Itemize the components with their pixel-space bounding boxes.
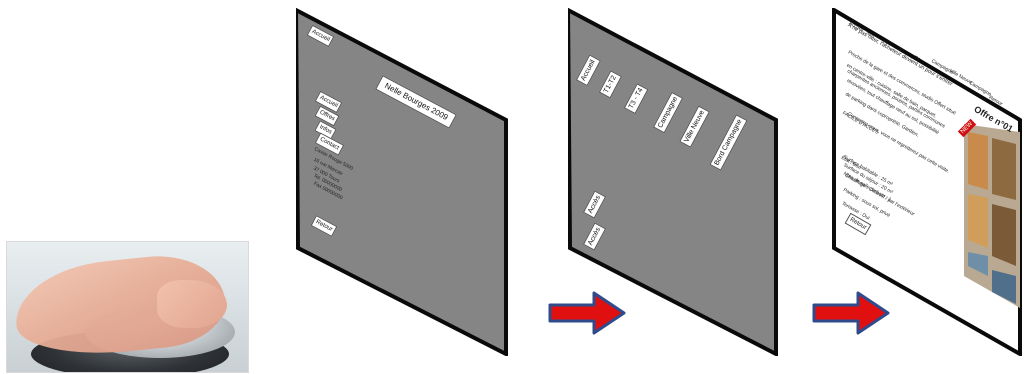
screen-panel-2: Accueil T1-T2 T3 - T4 Campagne Ville Neu… bbox=[568, 8, 778, 356]
hand-on-rotary-device-photo bbox=[6, 241, 249, 373]
screen-panel-3: Accueil Mer T1 T3 T4 Campagne Ville Neuv… bbox=[832, 8, 1022, 356]
screen-panel-1: Accueil Nelle Bourges 2009 Accueil Offre… bbox=[296, 8, 508, 356]
fingers bbox=[157, 280, 227, 328]
